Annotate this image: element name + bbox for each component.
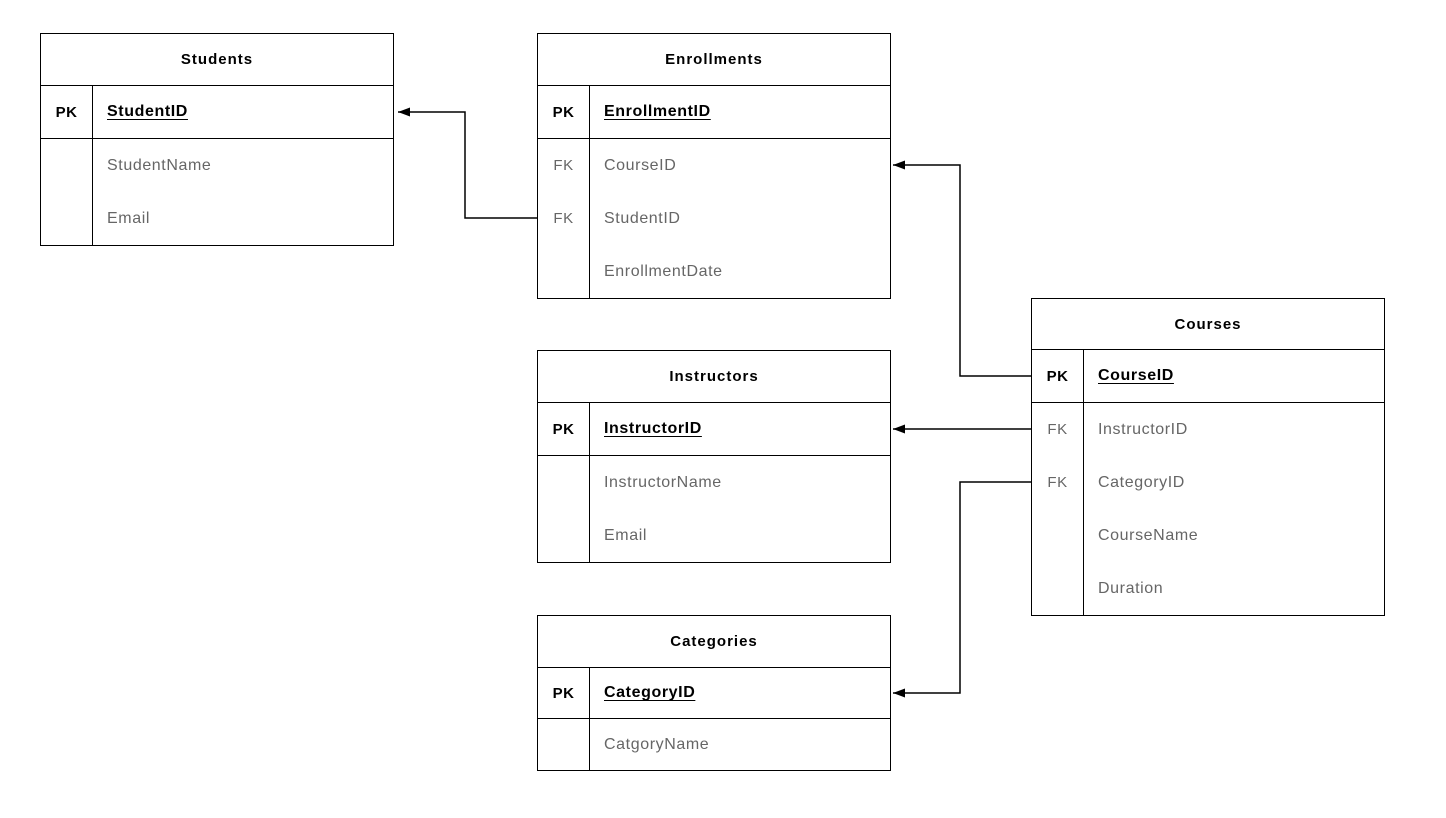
key-cell: PK [538,668,590,718]
table-title: Instructors [538,351,890,403]
key-cell [41,192,93,245]
attribute-cell: CategoryID [604,684,696,701]
table-title: Enrollments [538,34,890,86]
attribute-cell: CourseID [1098,367,1174,384]
key-cell [1032,509,1084,562]
table-row: EnrollmentDate [538,245,890,298]
key-cell: FK [1032,456,1084,509]
table-row: FK InstructorID [1032,403,1384,456]
key-cell [538,509,590,562]
attribute-cell: CourseID [604,156,677,174]
key-cell: FK [538,192,590,245]
attribute-cell: Duration [1098,579,1164,597]
table-title: Students [41,34,393,86]
key-cell [538,245,590,298]
table-row: FK CourseID [538,139,890,192]
connector-enrollments-students [398,107,537,219]
attribute-cell: StudentID [107,103,188,120]
table-row: Email [41,192,393,245]
key-cell [538,719,590,770]
table-row: FK CategoryID [1032,456,1384,509]
key-cell: FK [1032,403,1084,456]
table-students: Students PK StudentID StudentName Email [40,33,394,246]
attribute-cell: InstructorID [604,420,702,437]
attribute-cell: StudentName [107,156,212,174]
attribute-cell: StudentID [604,209,681,227]
key-cell: FK [538,139,590,192]
key-cell: PK [538,86,590,138]
table-title: Courses [1032,299,1384,350]
key-cell: PK [41,86,93,138]
key-cell [41,139,93,192]
table-row: PK InstructorID [538,403,890,456]
attribute-cell: EnrollmentID [604,103,711,120]
table-enrollments: Enrollments PK EnrollmentID FK CourseID … [537,33,891,299]
table-row: Duration [1032,562,1384,615]
attribute-cell: EnrollmentDate [604,262,723,280]
attribute-cell: Email [604,526,648,544]
attribute-cell: CategoryID [1098,473,1185,491]
table-row: PK EnrollmentID [538,86,890,139]
attribute-cell: CourseName [1098,526,1199,544]
table-row: StudentName [41,139,393,192]
table-categories: Categories PK CategoryID CatgoryName [537,615,891,771]
table-row: PK CourseID [1032,350,1384,403]
connector-courses-categories [893,481,1031,698]
table-row: FK StudentID [538,192,890,245]
key-cell: PK [538,403,590,455]
key-cell: PK [1032,350,1084,402]
key-cell [538,456,590,509]
table-row: InstructorName [538,456,890,509]
attribute-cell: Email [107,209,151,227]
table-row: PK StudentID [41,86,393,139]
table-row: PK CategoryID [538,668,890,719]
key-cell [1032,562,1084,615]
table-courses: Courses PK CourseID FK InstructorID FK C… [1031,298,1385,616]
table-title: Categories [538,616,890,668]
attribute-cell: CatgoryName [604,735,710,753]
table-row: CourseName [1032,509,1384,562]
table-row: CatgoryName [538,719,890,770]
connector-courses-enrollments [893,160,1031,377]
table-instructors: Instructors PK InstructorID InstructorNa… [537,350,891,563]
attribute-cell: InstructorID [1098,420,1188,438]
table-row: Email [538,509,890,562]
attribute-cell: InstructorName [604,473,722,491]
